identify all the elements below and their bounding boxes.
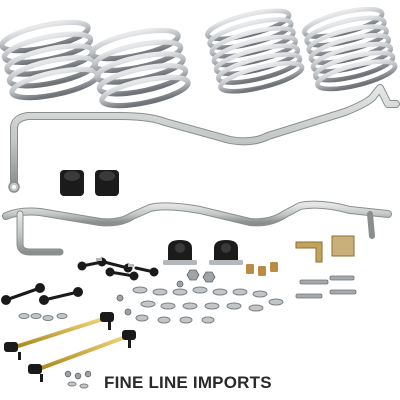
end-link-gold-1	[4, 312, 114, 360]
bushing-right	[95, 170, 119, 196]
bushing-left	[60, 170, 84, 196]
adjustable-end-links	[1, 283, 136, 389]
bronze-spacers	[246, 262, 278, 276]
coil-spring-front-right	[89, 27, 191, 109]
coil-spring-rear-left	[205, 8, 305, 94]
coil-springs	[0, 6, 398, 109]
short-end-links	[77, 257, 159, 281]
l-bracket	[295, 235, 355, 263]
front-sway-bar	[8, 84, 400, 193]
bolts	[295, 275, 357, 299]
mounting-hardware	[116, 235, 357, 324]
brand-watermark: FINE LINE IMPORTS	[104, 373, 272, 392]
washers	[132, 286, 284, 324]
coil-spring-front-left	[0, 19, 101, 101]
rear-sway-bar	[2, 200, 392, 256]
sway-bar-bushings	[60, 170, 119, 196]
nuts	[116, 269, 216, 316]
rear-bushing-bracket-left	[163, 240, 197, 265]
end-link-black-1	[1, 283, 45, 305]
rear-bushing-bracket-right	[209, 240, 243, 265]
rear-bushing-brackets	[163, 240, 243, 265]
end-link-black-2	[39, 287, 83, 305]
coil-spring-rear-right	[302, 6, 398, 92]
end-link-gold-2	[28, 330, 136, 382]
